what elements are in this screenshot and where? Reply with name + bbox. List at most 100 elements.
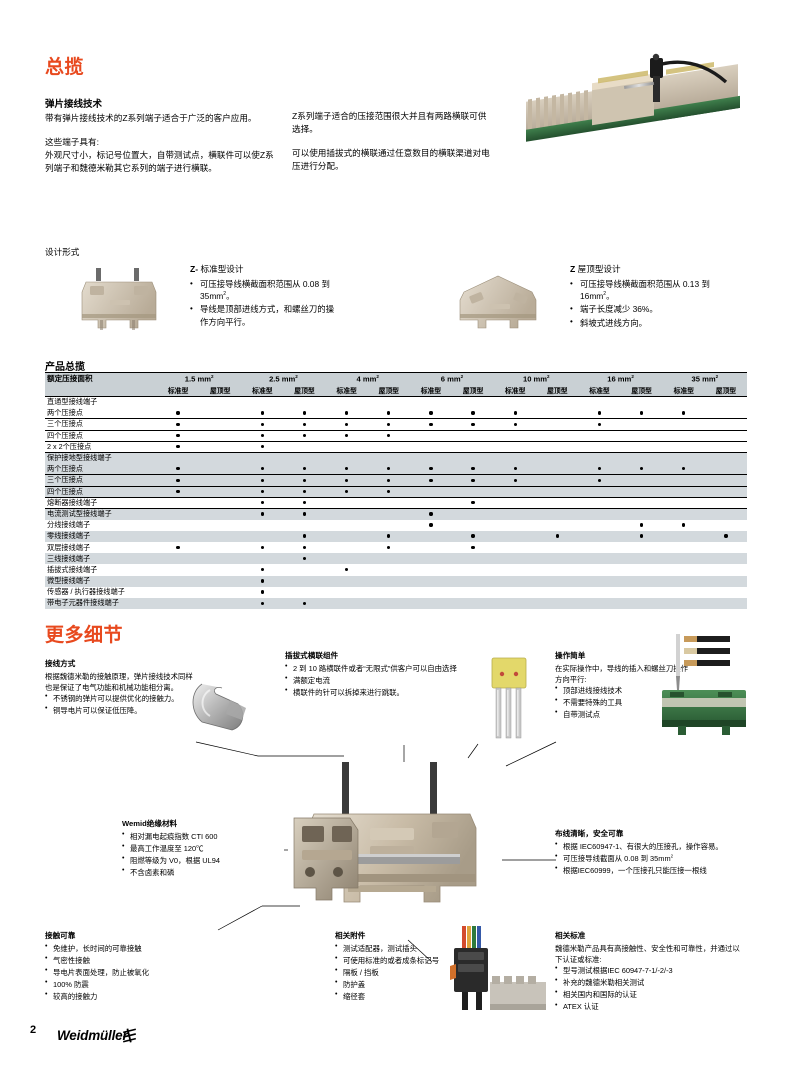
- availability-dot-icon: [387, 433, 391, 438]
- insulation-material-photo: [286, 812, 376, 904]
- availability-dot-cell: [157, 441, 200, 453]
- list-item: 导线是顶部进线方式，和螺丝刀的操作方向平行。: [190, 303, 340, 327]
- availability-dot-icon: [302, 601, 307, 605]
- list-item: 免维护，长时间的可靠接触: [45, 942, 230, 954]
- wemid-heading: Wemid绝缘材料: [122, 819, 178, 828]
- empty-cell: [452, 564, 494, 575]
- availability-dot-cell: [283, 486, 326, 498]
- cross-connection-note: 插拔式横联组件 2 到 10 路横联件或者“无限式”供客户可以自由选择 满额定电…: [285, 650, 470, 699]
- column-sub-header: 标准型: [662, 384, 705, 397]
- empty-cell: [199, 418, 242, 431]
- empty-cell: [663, 542, 705, 553]
- empty-cell: [494, 530, 537, 542]
- availability-dot-icon: [724, 534, 728, 538]
- empty-cell: [704, 497, 747, 509]
- list-item: 不需要特殊的工具: [555, 696, 695, 708]
- availability-dot-cell: [621, 520, 663, 531]
- empty-cell: [283, 397, 325, 408]
- availability-dot-cell: [283, 553, 326, 565]
- empty-cell: [705, 397, 747, 408]
- roof-design-prefix: Z: [570, 264, 576, 274]
- empty-cell: [578, 542, 620, 553]
- empty-cell: [325, 497, 368, 509]
- roof-terminal-photo: [440, 262, 560, 342]
- empty-cell: [536, 486, 579, 498]
- availability-dot-icon: [260, 512, 265, 516]
- availability-dot-cell: [494, 407, 537, 420]
- availability-dot-icon: [471, 478, 475, 482]
- empty-cell: [199, 597, 242, 610]
- row-label: 传感器 / 执行器接线端子: [47, 587, 125, 597]
- empty-cell: [578, 520, 620, 531]
- empty-cell: [199, 463, 242, 476]
- availability-dot-icon: [302, 411, 307, 415]
- list-item: ATEX 认证: [555, 1001, 740, 1012]
- cross-connection-heading: 插拔式横联组件: [285, 651, 339, 660]
- list-item: 横联件的针可以拆掉来进行跳联。: [285, 686, 470, 698]
- empty-cell: [451, 430, 495, 442]
- availability-dot-icon: [639, 411, 644, 415]
- wiring-method-heading: 接线方式: [45, 659, 76, 668]
- wiring-clarity-note: 布线清晰，安全可靠 根据 IEC60947-1、有很大的压接孔，操作容易。 可压…: [555, 828, 730, 877]
- availability-dot-icon: [302, 467, 307, 471]
- contact-reliability-heading: 接触可靠: [45, 931, 76, 940]
- roof-design-name: 屋顶型设计: [577, 264, 621, 274]
- empty-cell: [494, 542, 536, 553]
- empty-cell: [494, 397, 536, 408]
- empty-cell: [199, 520, 241, 531]
- empty-cell: [409, 497, 452, 509]
- availability-dot-icon: [176, 433, 180, 438]
- availability-dot-cell: [620, 530, 663, 542]
- availability-dot-cell: [325, 486, 368, 498]
- empty-cell: [283, 441, 326, 453]
- empty-cell: [620, 575, 663, 587]
- standard-design-bullets: 可压接导线横截面积范围从 0.08 到 35mm2。 导线是顶部进线方式，和螺丝…: [190, 277, 340, 328]
- empty-cell: [620, 441, 663, 453]
- empty-cell: [494, 508, 537, 520]
- availability-dot-icon: [302, 422, 307, 426]
- availability-dot-cell: [536, 530, 579, 542]
- terminal-rail-photo: [474, 52, 760, 157]
- table-row: 保护接地型接线端子: [45, 452, 747, 464]
- availability-dot-icon: [682, 523, 686, 527]
- brand-logo-text: Weidmüller: [57, 1028, 128, 1043]
- list-item: 根据 IEC60947-1、有很大的压接孔，操作容易。: [555, 840, 730, 852]
- table-row: 插拔式接线端子: [45, 564, 747, 575]
- empty-cell: [536, 564, 578, 575]
- list-item: 100% 防震: [45, 978, 230, 990]
- empty-cell: [452, 520, 494, 531]
- empty-cell: [536, 397, 578, 408]
- empty-cell: [409, 430, 452, 442]
- availability-dot-icon: [260, 422, 265, 426]
- availability-dot-cell: [157, 430, 200, 442]
- row-label: 带电子元器件接线端子: [45, 597, 157, 610]
- empty-cell: [410, 397, 452, 408]
- standards-body: 魏德米勒产品具有高接触性、安全性和可靠性，并通过以下认证或标准:: [555, 943, 740, 964]
- availability-dot-icon: [302, 556, 307, 561]
- empty-cell: [199, 474, 242, 487]
- availability-dot-icon: [387, 489, 391, 494]
- column-group-header: 10 mm2: [494, 372, 579, 385]
- details-section-title: 更多细节: [45, 625, 124, 646]
- availability-dot-cell: [241, 564, 283, 575]
- empty-cell: [199, 397, 241, 408]
- availability-dot-cell: [283, 407, 326, 420]
- variant-header-spacer: [45, 384, 157, 397]
- availability-dot-cell: [367, 463, 410, 476]
- availability-dot-cell: [241, 587, 283, 598]
- empty-cell: [367, 575, 410, 587]
- empty-cell: [578, 597, 621, 610]
- availability-dot-cell: [451, 407, 495, 420]
- empty-cell: [367, 597, 410, 610]
- list-item: 最高工作温度至 120℃: [122, 842, 282, 854]
- availability-dot-icon: [471, 411, 475, 415]
- empty-cell: [283, 452, 326, 464]
- column-group-header: 16 mm2: [578, 372, 663, 385]
- empty-cell: [705, 520, 747, 531]
- availability-dot-icon: [597, 422, 602, 426]
- list-item: 端子长度减少 36%。: [570, 303, 730, 315]
- standard-design-prefix: Z-: [190, 264, 199, 274]
- empty-cell: [704, 463, 747, 476]
- intro-right-paragraph-2: 可以使用插拔式的横联通过任意数目的横联渠道对电压进行分配。: [292, 148, 490, 172]
- availability-dot-icon: [260, 500, 265, 505]
